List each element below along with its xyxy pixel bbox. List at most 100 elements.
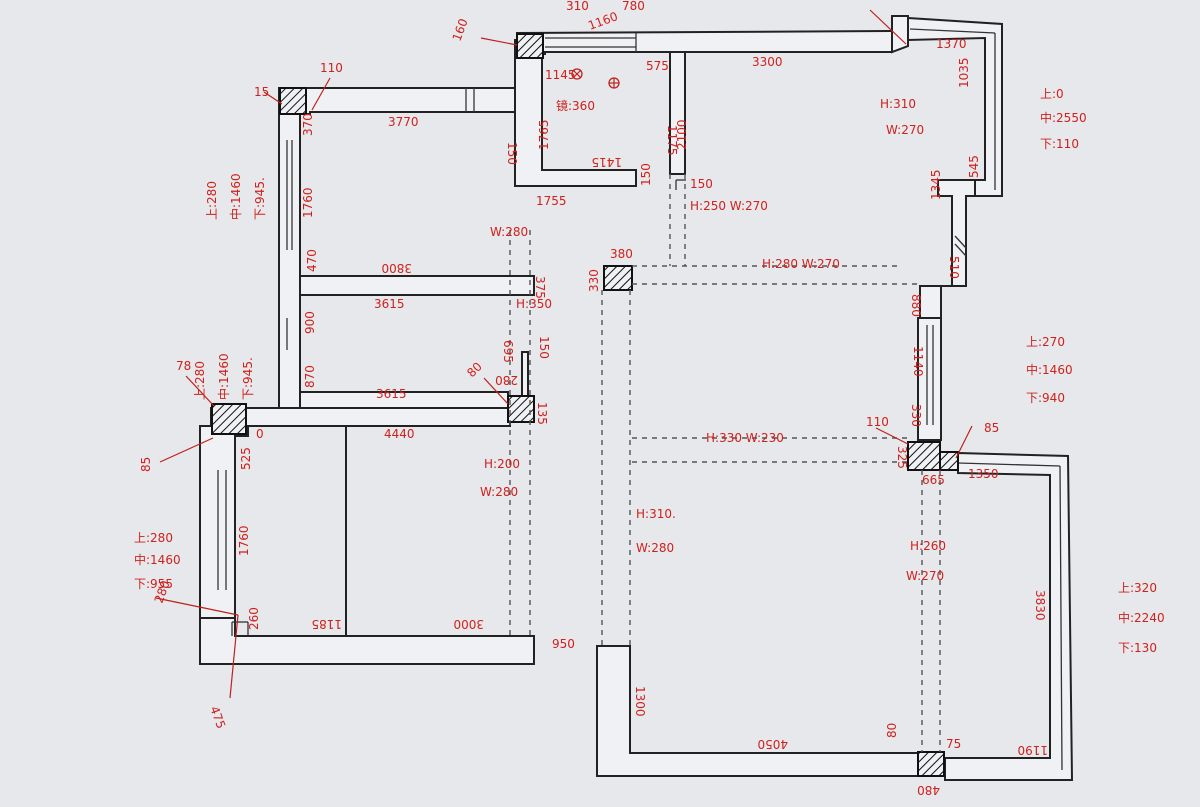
dim-330a: 330 (587, 269, 601, 292)
note-h310: H:310 (880, 97, 916, 111)
dim-880: 880 (909, 294, 923, 317)
dim-85: 85 (984, 421, 999, 435)
dim-78: 78 (176, 359, 191, 373)
note-w280-top: W:280 (490, 225, 528, 239)
dim-4440: 4440 (384, 427, 415, 441)
opening-notes: H:310 W:270 H:250 W:270 W:280 H:350 H:28… (480, 97, 946, 583)
column-top (516, 33, 544, 59)
column-right (907, 441, 941, 471)
svg-text:中:1460: 中:1460 (1026, 362, 1073, 377)
svg-text:中:1460: 中:1460 (134, 552, 181, 567)
dim-510: 510 (947, 256, 961, 279)
svg-text:上:280: 上:280 (193, 361, 207, 400)
dim-545: 545 (967, 155, 981, 178)
svg-text:上:320: 上:320 (1118, 581, 1157, 595)
svg-text:中:2550: 中:2550 (1040, 110, 1087, 125)
window-spec-left-low: 上:280 中:1460 下:955 (134, 531, 181, 591)
svg-text:下:940: 下:940 (1026, 391, 1065, 405)
dim-3615a: 3615 (374, 297, 405, 311)
dim-480: 480 (917, 783, 940, 797)
dim-150d: 150 (537, 336, 551, 359)
window-spec-left-top: 上:280 中:1460 下:945. (205, 173, 267, 220)
dim-280: 280 (495, 373, 518, 387)
dim-1350: 1350 (968, 467, 999, 481)
dim-1190: 1190 (1017, 743, 1048, 757)
light-symbol-1 (571, 68, 583, 80)
dim-1760a: 1760 (301, 187, 315, 218)
dim-3615b: 3615 (376, 387, 407, 401)
svg-text:上:270: 上:270 (1026, 335, 1065, 349)
svg-text:上:0: 上:0 (1040, 87, 1064, 101)
svg-text:上:280: 上:280 (134, 531, 173, 545)
dim-1370: 1370 (936, 37, 967, 51)
dim-1115: 150 (505, 142, 519, 165)
note-w270: W:270 (886, 123, 924, 137)
dim-1035: 1035 (957, 57, 971, 88)
dim-1175: 1175 (665, 125, 679, 156)
dim-665: 665 (922, 473, 945, 487)
dim-75: 75 (946, 737, 961, 751)
dim-375: 375 (533, 276, 547, 299)
dim-330b: 330 (909, 404, 923, 427)
column-upper-left (279, 87, 307, 115)
dim-150b: 150 (690, 177, 713, 191)
dim-695: 695 (501, 340, 515, 363)
dim-1185: 1185 (311, 617, 342, 631)
dim-780: 780 (622, 0, 645, 13)
dim-110b: 110 (320, 61, 343, 75)
dim-900: 900 (303, 311, 317, 334)
dim-135: 135 (535, 402, 549, 425)
note-w270-low: W:270 (906, 569, 944, 583)
dim-1145: 1145 (545, 68, 576, 82)
dim-470: 470 (305, 249, 319, 272)
window-spec-left-mid: 上:280 中:1460 下:945. (193, 353, 255, 400)
dim-3770: 3770 (388, 115, 419, 129)
dim-85b: 85 (139, 457, 153, 472)
note-h310-low: H:310. (636, 507, 676, 521)
columns (211, 33, 959, 777)
note-w280-mid: W:280 (480, 485, 518, 499)
dim-0: 0 (256, 427, 264, 441)
svg-text:上:280: 上:280 (205, 181, 219, 220)
dim-15: 15 (254, 85, 269, 99)
dim-870: 870 (303, 365, 317, 388)
svg-text:下:945.: 下:945. (241, 357, 255, 400)
dim-1765: 1765 (537, 119, 551, 150)
dim-310: 310 (566, 0, 589, 13)
dim-1300: 1300 (633, 686, 647, 717)
dim-370: 370 (301, 113, 315, 136)
dim-1760b: 1760 (237, 525, 251, 556)
svg-text:中:1460: 中:1460 (228, 173, 243, 220)
leader-lines (155, 9, 973, 699)
svg-text:下:945.: 下:945. (253, 177, 267, 220)
dim-3000: 3000 (453, 617, 484, 631)
dim-1345: 1345 (929, 169, 943, 200)
dim-150a: 150 (639, 163, 653, 186)
window-spec-right-mid: 上:270 中:1460 下:940 (1026, 335, 1073, 405)
window-spec-right-low: 上:320 中:2240 下:130 (1118, 581, 1165, 655)
column-mid (507, 395, 535, 423)
dim-80b: 80 (885, 723, 899, 738)
dim-260: 260 (247, 607, 261, 630)
svg-text:中:1460: 中:1460 (216, 353, 231, 400)
note-h350: H:350 (516, 297, 552, 311)
dim-4050: 4050 (757, 737, 788, 751)
column-center (603, 265, 633, 291)
dim-950: 950 (552, 637, 575, 651)
dim-1140: 1140 (911, 346, 925, 377)
dim-575: 575 (646, 59, 669, 73)
dashed-openings (509, 174, 941, 752)
dim-3800: 3800 (381, 261, 412, 275)
dim-525: 525 (239, 447, 253, 470)
note-opening-3: H:330 W:230 (706, 431, 784, 445)
column-bottom (917, 751, 945, 777)
dim-1415: 1415 (591, 155, 622, 169)
note-fixture: 镜:360 (556, 98, 595, 113)
note-opening-1: H:250 W:270 (690, 199, 768, 213)
fixture-symbols (571, 68, 620, 89)
svg-text:下:955: 下:955 (134, 577, 173, 591)
note-opening-2: H:280 W:270 (762, 257, 840, 271)
dim-380: 380 (610, 247, 633, 261)
svg-text:下:110: 下:110 (1040, 137, 1079, 151)
